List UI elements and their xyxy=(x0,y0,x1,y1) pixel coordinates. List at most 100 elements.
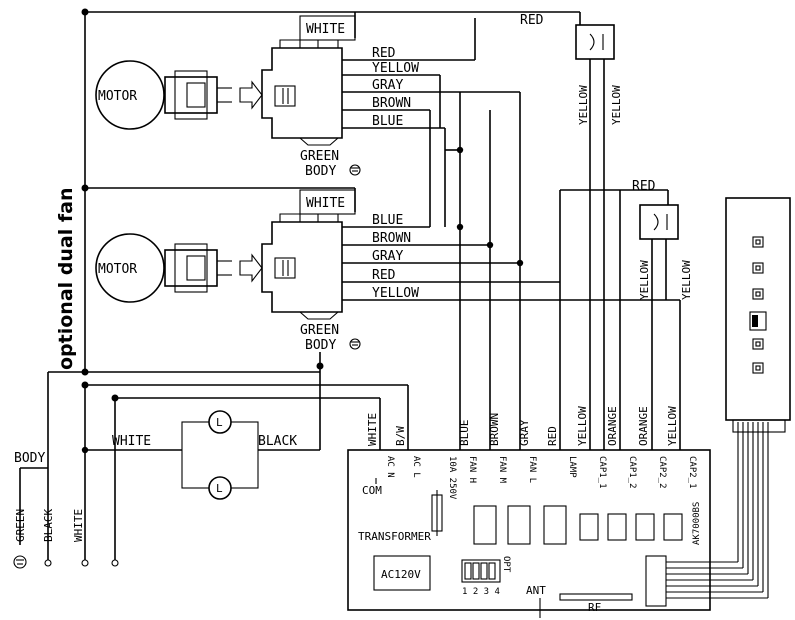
connector-1-latch xyxy=(274,85,296,107)
ground-icon xyxy=(349,338,361,350)
terminal-ac-n: AC N xyxy=(385,456,395,478)
motor-1 xyxy=(95,60,165,130)
motor-2-plug xyxy=(164,249,218,287)
relay xyxy=(473,505,497,545)
connector-1-top-label: WHITE xyxy=(306,22,345,37)
board-wire-label: RED xyxy=(546,426,559,446)
dip-opt-label: OPT xyxy=(501,556,511,573)
c2-wire-label: GRAY xyxy=(372,249,403,264)
c2-wire-label: BLUE xyxy=(372,213,403,228)
cap-relay xyxy=(607,513,627,541)
optional-dual-fan-label: optional dual fan xyxy=(55,188,77,370)
fuse-rating: 10A 250V xyxy=(447,456,457,500)
capacitor-1 xyxy=(575,24,615,60)
panel-button xyxy=(752,262,764,274)
connector-2 xyxy=(261,221,343,313)
ground-icon xyxy=(13,555,27,569)
c2-wire-label: YELLOW xyxy=(372,286,419,301)
switch-panel-connector xyxy=(732,419,786,433)
motor-1-plug xyxy=(164,76,218,114)
transformer-voltage: AC120V xyxy=(381,568,421,581)
rf-module xyxy=(559,593,633,601)
board-model: AK7000BS xyxy=(692,502,702,545)
switch-panel xyxy=(725,197,791,421)
junction-dot xyxy=(81,381,89,389)
connector-1 xyxy=(261,47,343,139)
c1-wire-label: BROWN xyxy=(372,96,411,111)
panel-display xyxy=(749,311,767,331)
panel-button xyxy=(752,338,764,350)
cap-relay xyxy=(635,513,655,541)
board-wire-label: BLUE xyxy=(458,420,471,447)
board-wire-label: B/W xyxy=(394,426,407,446)
mains-body-label: BODY xyxy=(14,451,45,466)
rf-label: RF xyxy=(588,601,601,614)
board-wire-label: WHITE xyxy=(366,413,379,446)
dip-switch-numbers: 1 2 3 4 xyxy=(462,587,500,597)
transformer-box xyxy=(373,555,431,591)
insert-arrow-2 xyxy=(239,253,263,283)
ground-icon xyxy=(349,164,361,176)
ribbon-connector xyxy=(645,555,667,607)
capacitor-2 xyxy=(639,204,679,240)
motor-1-plug-pins xyxy=(186,82,206,108)
c1-body-label: BODY xyxy=(305,164,336,179)
terminal-lamp: LAMP xyxy=(567,456,577,478)
c1-wire-label: BLUE xyxy=(372,114,403,129)
terminal-fan-h: FAN H xyxy=(467,456,477,483)
c1-wire-label: YELLOW xyxy=(372,61,419,76)
c1-wire-label: GRAY xyxy=(372,78,403,93)
transformer-label: TRANSFORMER xyxy=(358,530,431,543)
relay xyxy=(543,505,567,545)
c1-ground-label: GREEN xyxy=(300,149,339,164)
motor-1-plug-shell xyxy=(174,70,208,120)
cap1-red-label: RED xyxy=(632,179,656,194)
terminal-cap1-2: CAP1_2 xyxy=(627,456,637,489)
control-board xyxy=(347,449,711,611)
terminal-ac-l: AC L xyxy=(411,456,421,478)
cap-relay xyxy=(663,513,683,541)
top-red-label: RED xyxy=(520,13,544,28)
terminal-cap2-2: CAP2_2 xyxy=(657,456,667,489)
board-wire-label: ORANGE xyxy=(637,406,650,446)
insert-arrow-1 xyxy=(239,80,263,110)
motor-2-plug-pins xyxy=(186,255,206,281)
junction-dot xyxy=(81,368,89,376)
board-wire-label: BROWN xyxy=(488,413,501,446)
terminal-fan-m: FAN M xyxy=(497,456,507,484)
relay xyxy=(507,505,531,545)
connector-2-white-box xyxy=(299,189,356,215)
c2-ground-label: GREEN xyxy=(300,323,339,338)
terminal-com: COM xyxy=(362,484,382,497)
junction-dot xyxy=(111,394,119,402)
mains-wire-label: WHITE xyxy=(72,509,85,542)
cap2-yellow-label: YELLOW xyxy=(680,260,693,300)
board-wire-label: YELLOW xyxy=(666,406,679,446)
panel-button xyxy=(752,288,764,300)
terminal-fan-l: FAN L xyxy=(527,456,537,483)
lamp-white-label: WHITE xyxy=(112,434,151,449)
c2-wire-label: RED xyxy=(372,268,396,283)
cap2-yellow-label: YELLOW xyxy=(638,260,651,300)
antenna-label: ANT xyxy=(526,584,546,597)
cap1-yellow-label: YELLOW xyxy=(577,85,590,125)
motor-2-plug-shell xyxy=(174,243,208,293)
board-wire-label: GRAY xyxy=(518,419,531,446)
c2-body-label: BODY xyxy=(305,338,336,353)
terminal-cap2-1: CAP2_1 xyxy=(687,456,697,489)
connector-2-latch xyxy=(274,257,296,279)
c2-wire-label: BROWN xyxy=(372,231,411,246)
lamp-1 xyxy=(208,410,232,434)
board-wire-label: ORANGE xyxy=(606,406,619,446)
connector-1-white-box xyxy=(299,15,356,41)
terminal-cap1-1: CAP1_1 xyxy=(597,456,607,489)
cap-relay xyxy=(579,513,599,541)
board-wire-label: YELLOW xyxy=(576,406,589,446)
lamp-2-symbol: L xyxy=(216,482,223,495)
dip-switch xyxy=(461,559,501,583)
lamp-black-label: BLACK xyxy=(258,434,297,449)
lamp-1-symbol: L xyxy=(216,416,223,429)
motor-1-label: MOTOR xyxy=(98,89,137,104)
mains-wire-label: GREEN xyxy=(14,509,27,542)
